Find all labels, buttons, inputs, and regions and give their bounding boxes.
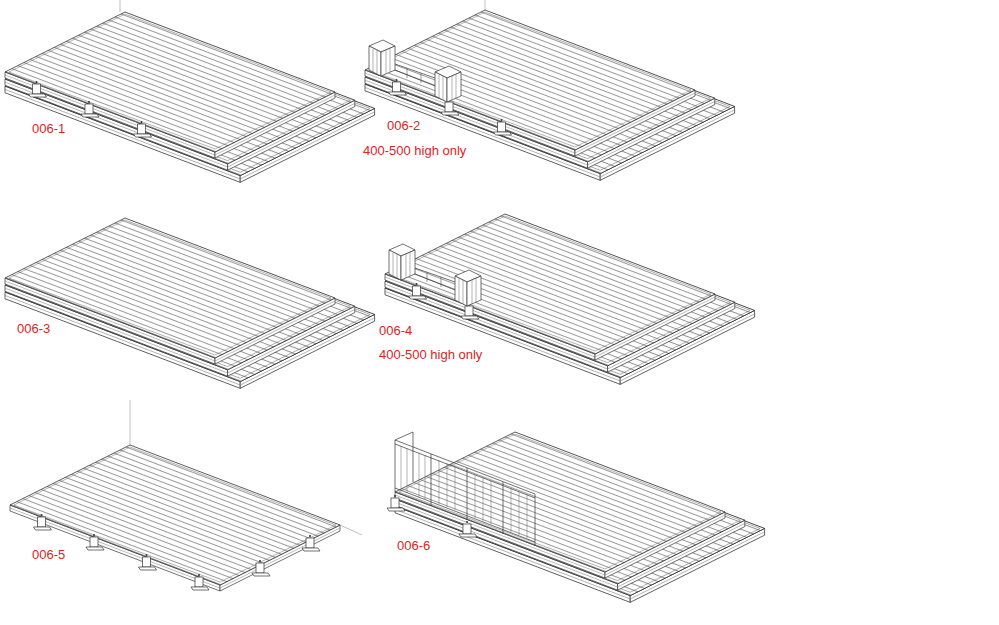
part-label: 006-4 bbox=[379, 323, 412, 338]
part-label: 006-1 bbox=[32, 121, 65, 136]
part-label: 006-2 bbox=[387, 118, 420, 133]
part-label: 006-6 bbox=[397, 538, 430, 553]
part-label: 006-3 bbox=[17, 321, 50, 336]
part-label: 006-5 bbox=[32, 547, 65, 562]
part-label: 400-500 high only bbox=[363, 143, 466, 158]
part-label: 400-500 high only bbox=[379, 347, 482, 362]
